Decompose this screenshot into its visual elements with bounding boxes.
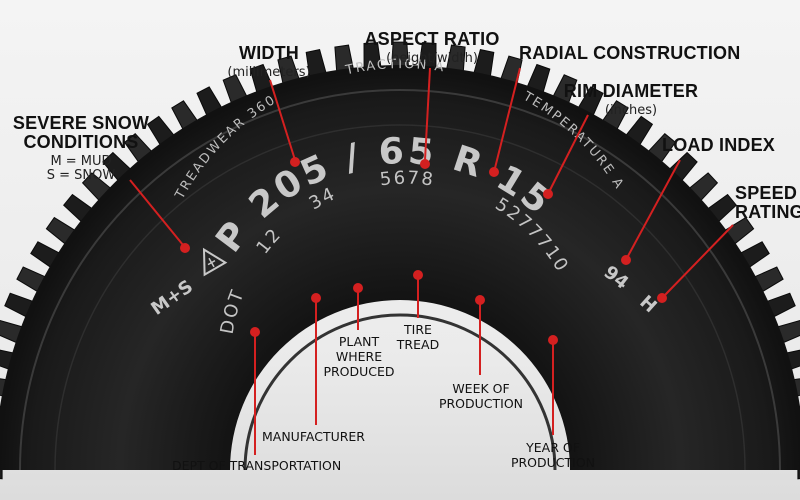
tread-code-text: 5678 — [379, 168, 434, 191]
label-load: LOAD INDEX — [662, 136, 775, 155]
leader-dot-week — [475, 295, 485, 305]
svg-text:5678: 5678 — [379, 168, 436, 191]
tire-body — [0, 65, 800, 470]
label-snow-sub2: S = SNOW — [46, 168, 116, 184]
label-tread-line2: TREAD — [396, 337, 440, 352]
snowflake-mountain-icon — [202, 247, 228, 277]
label-snow-line1: SEVERE SNOW — [12, 113, 150, 133]
label-year: YEAR OF PRODUCTION — [505, 440, 601, 470]
leader-dot-dot-transport — [250, 327, 260, 337]
label-load-title: LOAD INDEX — [662, 135, 776, 155]
leader-dot-radial — [489, 167, 499, 177]
label-width-sub: (millimeters) — [227, 64, 311, 80]
label-dot: DEPT OF TRANSPORTATION — [172, 458, 341, 473]
label-snow-sub1: M = MUD — [50, 153, 112, 169]
leader-dot-load — [621, 255, 631, 265]
label-radial: RADIAL CONSTRUCTION — [519, 44, 740, 63]
label-aspect-sub: (height/width) — [386, 50, 478, 66]
label-rim: RIM DIAMETER (inches) — [556, 82, 706, 118]
label-width: WIDTH (millimeters) — [214, 44, 324, 80]
label-manufacturer-text: MANUFACTURER — [262, 429, 365, 444]
label-dot-text: DEPT OF TRANSPORTATION — [172, 458, 342, 473]
label-width-title: WIDTH — [239, 43, 299, 63]
label-week-line2: PRODUCTION — [438, 396, 524, 411]
label-plant: PLANT WHERE PRODUCED — [323, 334, 395, 379]
label-radial-title: RADIAL CONSTRUCTION — [519, 43, 741, 63]
label-week-line1: WEEK OF — [452, 381, 510, 396]
label-plant-line3: PRODUCED — [323, 364, 395, 379]
label-rim-sub: (inches) — [604, 102, 658, 118]
label-aspect: ASPECT RATIO (height/width) — [362, 30, 502, 66]
label-aspect-title: ASPECT RATIO — [364, 29, 500, 49]
leader-dot-rim — [543, 189, 553, 199]
label-year-line1: YEAR OF — [526, 440, 580, 455]
leader-dot-aspect — [420, 159, 430, 169]
label-speed: SPEED RATING — [735, 184, 800, 222]
leader-dot-snow — [180, 243, 190, 253]
leader-load — [627, 159, 681, 257]
label-manufacturer: MANUFACTURER — [262, 429, 365, 444]
label-speed-line1: SPEED — [735, 183, 798, 203]
leader-dot-manufacturer — [311, 293, 321, 303]
label-snow-line2: CONDITIONS — [23, 131, 139, 152]
label-rim-title: RIM DIAMETER — [563, 81, 699, 101]
leader-width — [269, 79, 296, 161]
label-plant-line2: WHERE — [335, 349, 383, 364]
label-snow: SEVERE SNOW CONDITIONS M = MUD S = SNOW — [6, 114, 156, 183]
leader-dot-year — [548, 335, 558, 345]
leader-dot-speed — [657, 293, 667, 303]
leader-speed — [664, 224, 734, 296]
leader-lines — [129, 67, 734, 455]
leader-rim — [549, 114, 589, 191]
label-speed-line2: RATING — [735, 201, 800, 222]
leader-snow — [129, 179, 184, 246]
leader-aspect — [424, 67, 431, 161]
label-week: WEEK OF PRODUCTION — [433, 381, 529, 411]
leader-dot-tread — [413, 270, 423, 280]
leader-dot-plant — [353, 283, 363, 293]
label-year-line2: PRODUCTION — [510, 455, 596, 470]
leader-dot-width — [290, 157, 300, 167]
label-plant-line1: PLANT — [338, 334, 380, 349]
label-tread-line1: TIRE — [404, 322, 432, 337]
label-tread: TIRE TREAD — [393, 322, 443, 352]
leader-radial — [494, 67, 521, 169]
